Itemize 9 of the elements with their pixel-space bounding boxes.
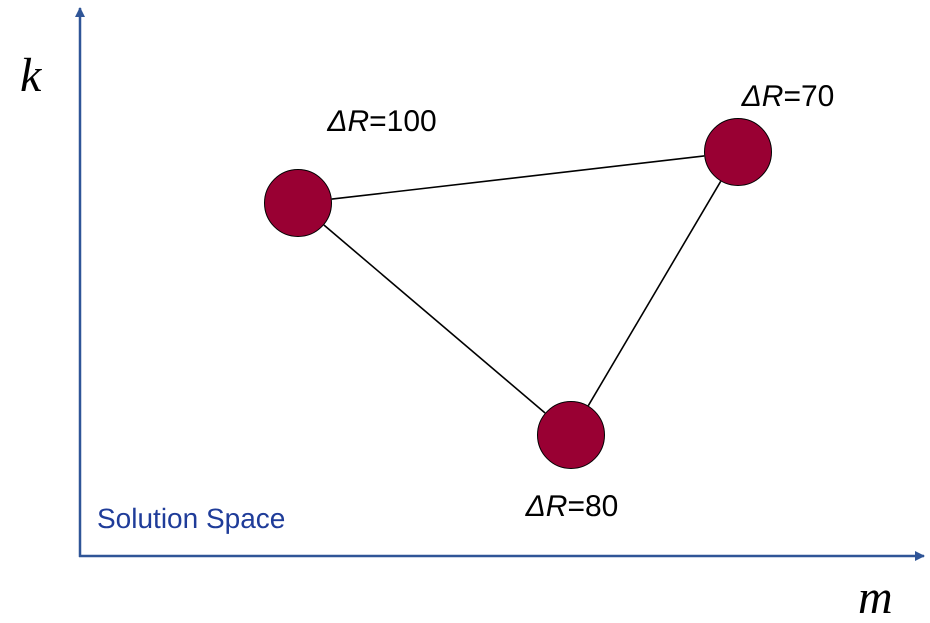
axis-label: k (20, 48, 42, 103)
connector-line (588, 180, 722, 406)
value-label: ΔR=80 (526, 490, 618, 524)
value-label: ΔR=70 (742, 80, 834, 114)
axis-label: m (858, 570, 893, 623)
value-label: ΔR=100 (327, 105, 437, 139)
area-label: Solution Space (97, 503, 286, 535)
connector-line (323, 224, 546, 414)
connector-line (332, 155, 704, 200)
